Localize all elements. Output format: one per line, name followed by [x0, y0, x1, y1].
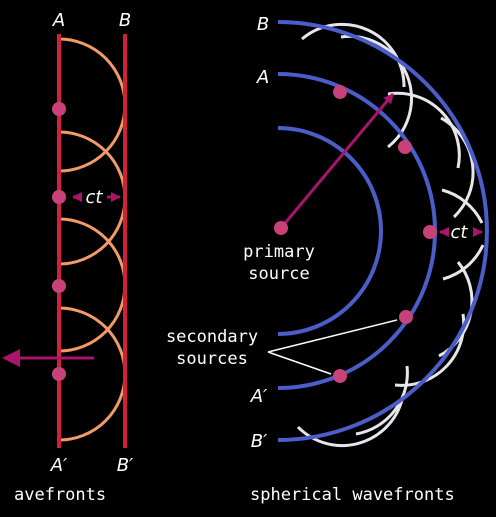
- wavelet-5: [441, 188, 484, 224]
- label-b-top-right: B: [257, 14, 269, 35]
- spherical-wavefronts-panel: ct B A A′ B′ primary source secondary so…: [166, 14, 489, 505]
- wavelet-4: [440, 116, 475, 219]
- wavelet-1: [301, 22, 406, 88]
- propagation-arrow-head: [2, 349, 20, 367]
- secondary-pointer-line: [267, 319, 398, 353]
- wavelet-4: [58, 306, 127, 442]
- source-point: [398, 140, 412, 154]
- source-point: [333, 369, 347, 383]
- wavelet-1: [58, 37, 127, 173]
- label-a-top-right: A: [256, 67, 269, 88]
- label-b-prime-bottom: B′: [117, 455, 133, 476]
- secondary-sources-label-line1: secondary: [166, 327, 258, 347]
- label-a-top: A: [52, 10, 65, 31]
- plane-wavefronts-panel: ct A B A′ B′ avefronts: [2, 10, 133, 505]
- caption-spherical: spherical wavefronts: [250, 485, 455, 505]
- label-b-prime-right: B′: [251, 431, 267, 452]
- source-point: [52, 102, 66, 116]
- secondary-source-points: [333, 85, 437, 383]
- wavefront-b-arc: [277, 20, 489, 442]
- source-point: [52, 279, 66, 293]
- plane-wavelets: [58, 37, 127, 442]
- plane-source-points: [52, 102, 66, 381]
- label-a-prime-right: A′: [250, 386, 267, 407]
- ct-label-left: ct: [86, 187, 104, 208]
- primary-source-point: [274, 221, 288, 235]
- secondary-pointer-line: [267, 351, 332, 375]
- inner-wavefront: [277, 126, 383, 336]
- source-point: [333, 85, 347, 99]
- source-point: [52, 367, 66, 381]
- propagation-arrow-radial: [279, 93, 395, 229]
- ct-label-right: ct: [451, 222, 469, 243]
- wavelet-3: [58, 217, 127, 353]
- caption-plane: avefronts: [14, 485, 106, 505]
- label-a-prime-bottom: A′: [50, 455, 67, 476]
- secondary-sources-label-line2: sources: [176, 349, 248, 369]
- source-point: [52, 190, 66, 204]
- primary-source-label-line1: primary: [243, 242, 315, 262]
- spherical-wavelets: [296, 22, 485, 447]
- wavelet-6: [442, 244, 485, 281]
- primary-source-label-line2: source: [248, 264, 309, 284]
- wavelet-2: [340, 34, 413, 149]
- label-b-top: B: [119, 10, 131, 31]
- wavelet-9: [355, 365, 409, 436]
- wavelet-3: [387, 91, 461, 169]
- wavefront-a-arc: [277, 72, 437, 390]
- source-point: [399, 310, 413, 324]
- source-point: [423, 225, 437, 239]
